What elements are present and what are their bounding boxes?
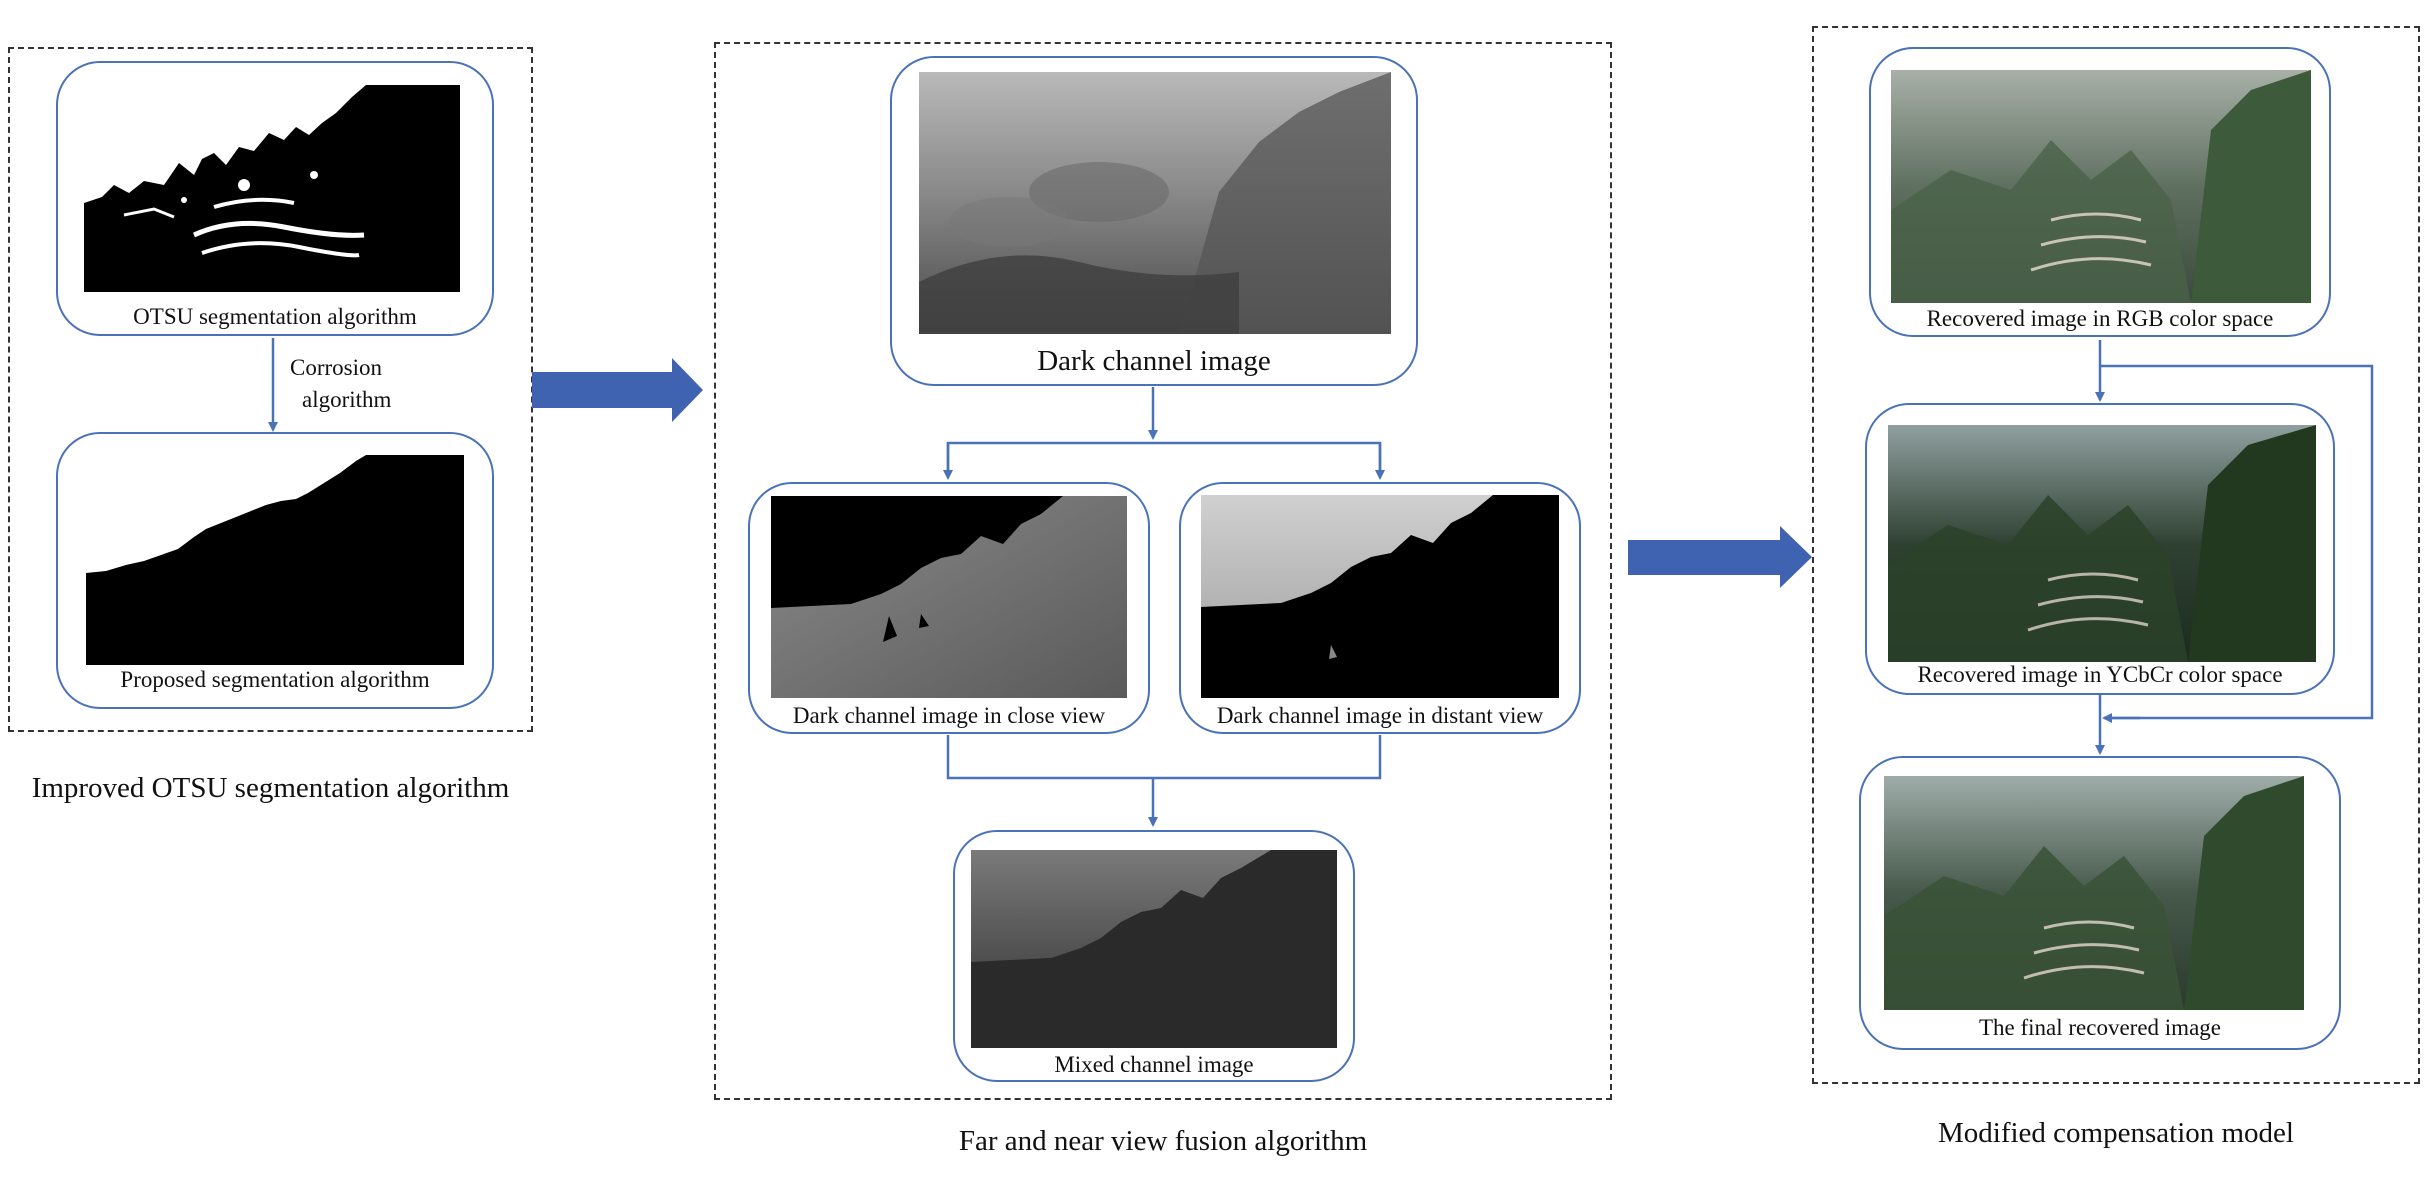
merge-line [946, 735, 1382, 780]
split-line [946, 441, 1382, 473]
rgb-recovered-image [1891, 70, 2311, 303]
final-caption: The final recovered image [1978, 1015, 2221, 1040]
proposed-caption: Proposed segmentation algorithm [120, 667, 430, 692]
dark-channel-image [919, 72, 1391, 334]
distant-view-caption: Dark channel image in distant view [1216, 703, 1544, 728]
dark-channel-caption: Dark channel image [1037, 345, 1271, 377]
mixed-caption: Mixed channel image [1054, 1052, 1254, 1077]
big-arrow-1 [532, 358, 703, 422]
proposed-segmentation-image [86, 455, 464, 665]
compensation-title: Modified compensation model [1938, 1117, 2294, 1149]
close-view-image [771, 496, 1127, 698]
final-recovered-image [1884, 776, 2304, 1010]
mixed-channel-image [971, 850, 1337, 1048]
rgb-bypass-line [2100, 364, 2374, 720]
corrosion-label-1: Corrosion [290, 355, 382, 380]
close-view-caption: Dark channel image in close view [792, 703, 1106, 728]
otsu-title: Improved OTSU segmentation algorithm [31, 772, 510, 804]
ycbcr-recovered-image [1888, 425, 2316, 662]
big-arrow-2 [1628, 526, 1812, 588]
otsu-segmentation-image [84, 85, 460, 292]
compensation-panel [1812, 26, 2420, 1084]
rgb-caption: Recovered image in RGB color space [1926, 306, 2274, 331]
fusion-title: Far and near view fusion algorithm [958, 1125, 1368, 1157]
ycbcr-caption: Recovered image in YCbCr color space [1917, 662, 2283, 687]
distant-view-image [1201, 495, 1559, 698]
corrosion-label-2: algorithm [302, 387, 392, 412]
fusion-panel [714, 42, 1612, 1100]
otsu-caption: OTSU segmentation algorithm [133, 304, 417, 329]
